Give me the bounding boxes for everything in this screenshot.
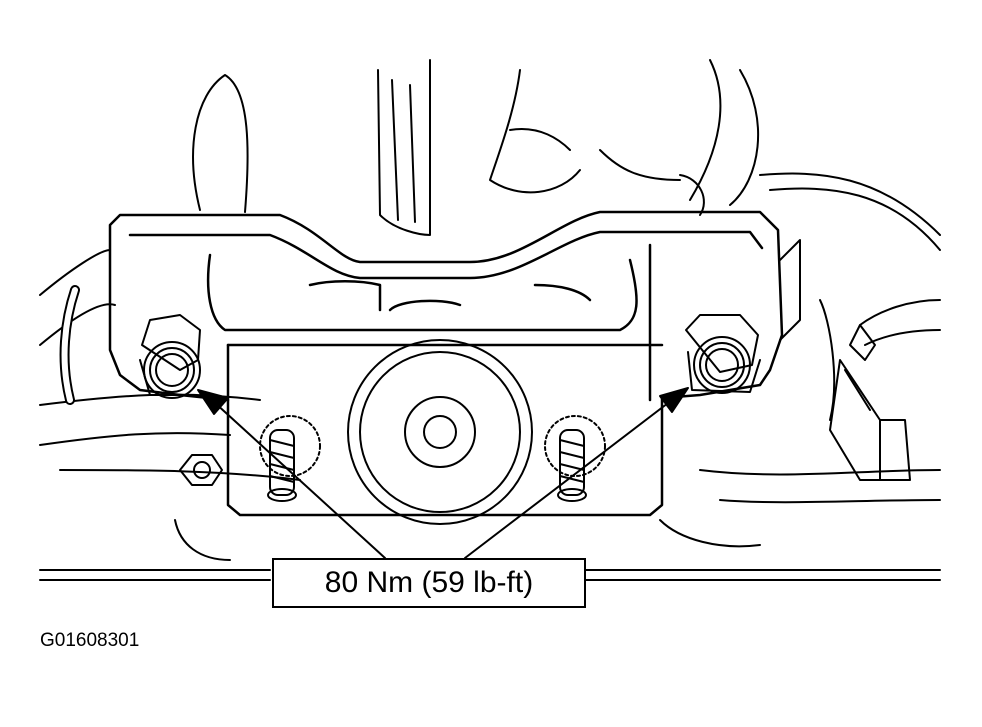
leader-arrows <box>197 387 689 559</box>
mount-bolt-left <box>139 314 201 399</box>
mount-stud-left <box>259 415 321 502</box>
mount-stud-right <box>544 415 606 502</box>
wiring-harness-right <box>829 299 941 481</box>
engine-mount-bracket <box>108 210 784 517</box>
small-bolt-lower-left <box>179 454 223 486</box>
wiring-harness-left <box>59 285 80 405</box>
mount-bolt-right <box>685 314 761 394</box>
rubber-bushing <box>347 339 533 525</box>
figure-id: G01608301 <box>40 630 140 651</box>
engine-block-outline <box>39 59 941 581</box>
torque-spec-label: 80 Nm (59 lb-ft) <box>272 558 586 608</box>
